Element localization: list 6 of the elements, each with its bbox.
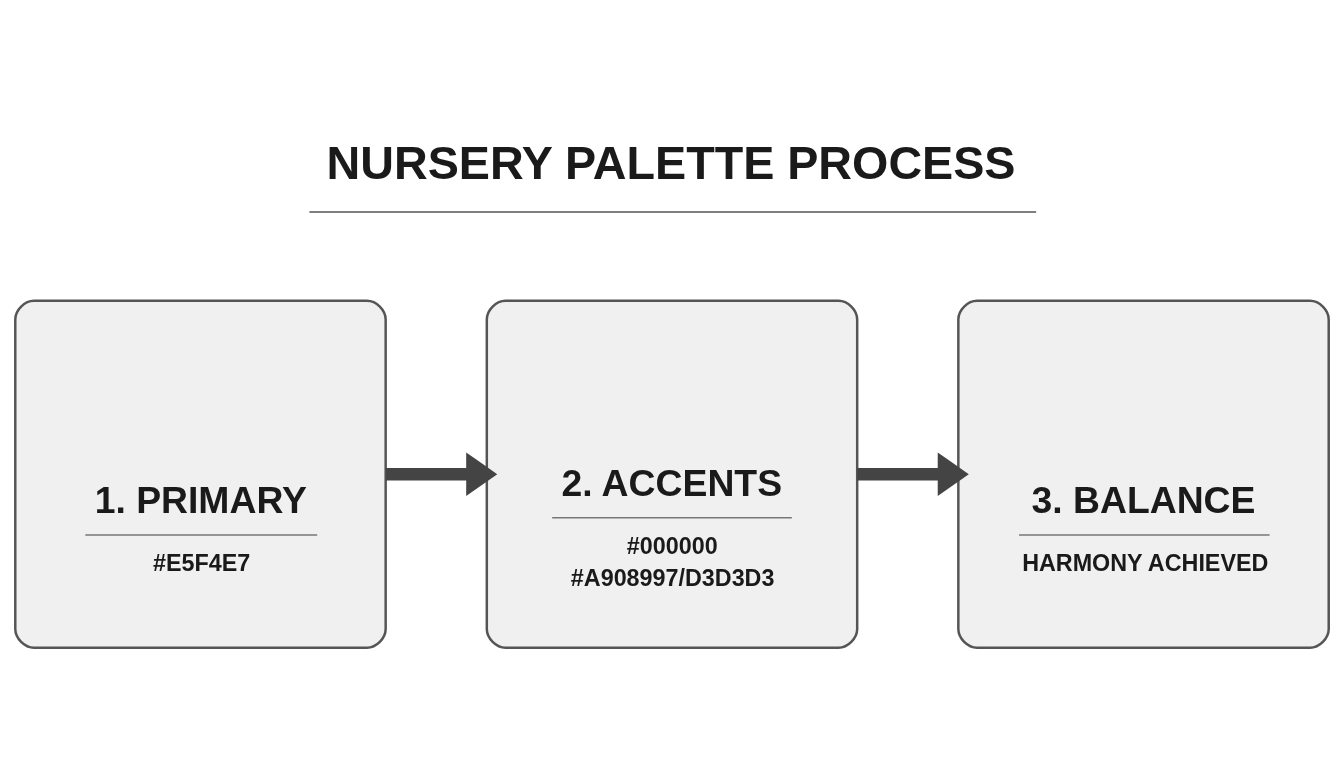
arrow: [385, 452, 498, 496]
node-box: 2. ACCENTS #000000 #A908997/D3D3D3: [485, 299, 859, 650]
node-box: 1. PRIMARY #E5F4E7: [14, 299, 387, 650]
node-box: 3. BALANCE HARMONY ACHIEVED: [957, 299, 1330, 650]
arrow: [857, 452, 969, 496]
diagram-title: NURSERY PALETTE PROCESS: [326, 137, 1016, 190]
